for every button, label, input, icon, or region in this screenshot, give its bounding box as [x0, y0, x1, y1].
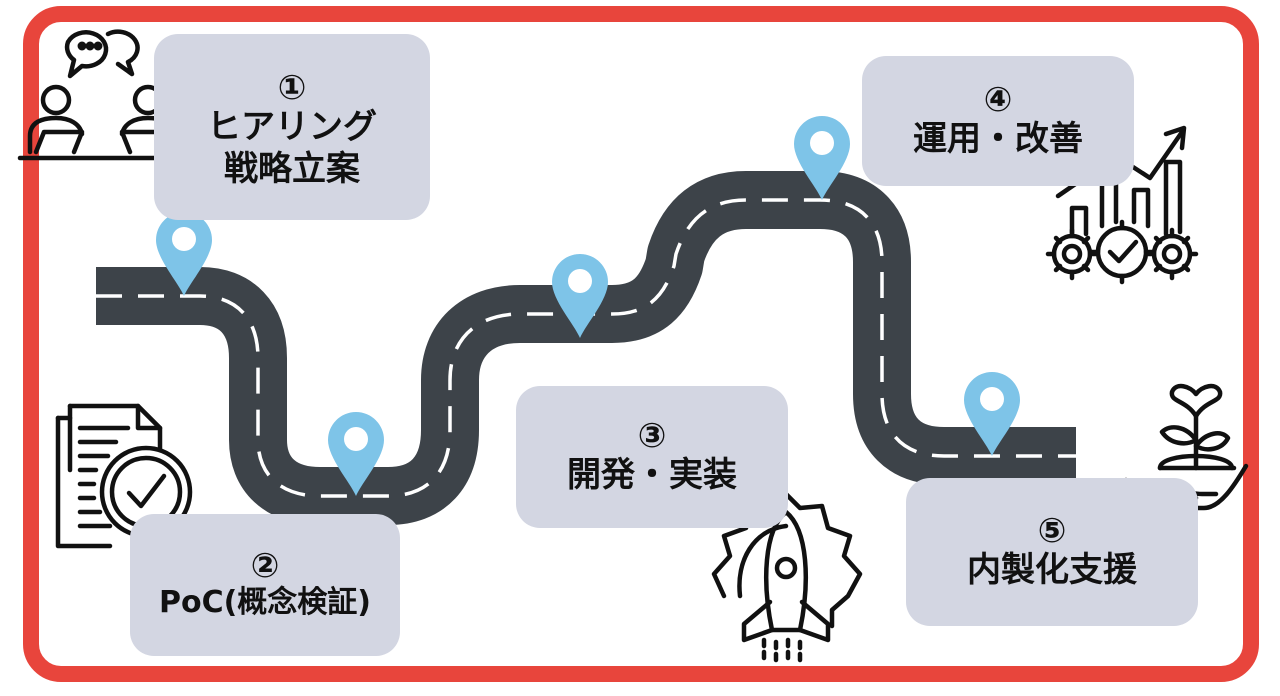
road-marking	[96, 198, 1076, 498]
step-5-number: ⑤	[1037, 510, 1067, 551]
step-1-box: ① ヒアリング 戦略立案	[154, 34, 430, 220]
location-pin-icon	[156, 212, 212, 296]
step-2-number: ②	[250, 546, 280, 586]
location-pin-icon	[328, 412, 384, 496]
step-3-title: 開発・実装	[567, 454, 737, 495]
step-2-title: PoC(概念検証)	[158, 585, 372, 621]
location-pin-icon	[964, 372, 1020, 456]
location-pin-icon	[794, 116, 850, 200]
step-4-box: ④ 運用・改善	[862, 56, 1134, 186]
step-1-number: ①	[277, 67, 307, 108]
location-pin-icon	[552, 254, 608, 338]
step-3-number: ③	[637, 415, 667, 456]
step-5-title: 内製化支援	[967, 549, 1137, 590]
step-1-title-line-1: ヒアリング	[207, 107, 377, 148]
red-frame	[23, 6, 1259, 682]
step-4-number: ④	[983, 79, 1013, 120]
step-4-title: 運用・改善	[913, 118, 1083, 159]
rocket-gear-icon	[711, 491, 863, 667]
step-3-box: ③ 開発・実装	[516, 386, 788, 528]
road-markers	[156, 116, 1020, 496]
step-1-title-line-2: 戦略立案	[224, 148, 360, 189]
step-5-box: ⑤ 内製化支援	[906, 478, 1198, 626]
step-2-box: ② PoC(概念検証)	[130, 514, 400, 656]
road	[96, 171, 1076, 525]
